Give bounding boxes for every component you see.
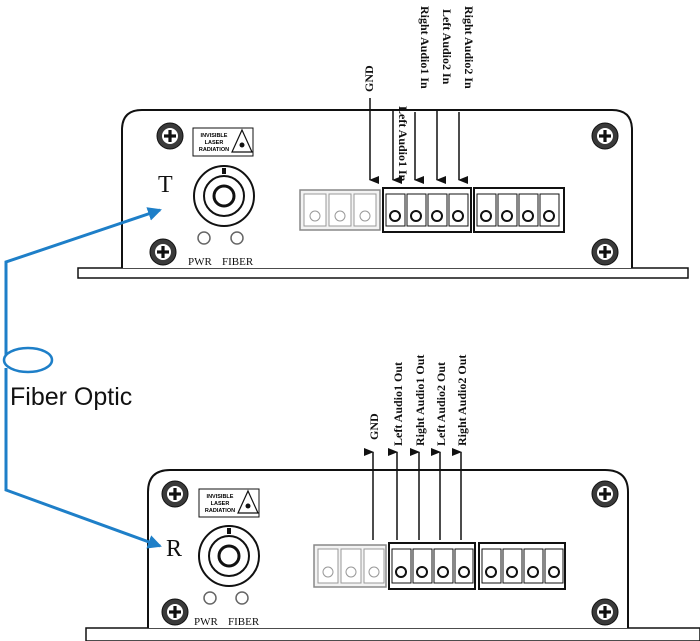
- transmitter-unit: T INVISIBLE LASER RADIATION PWR FIBER: [77, 6, 689, 279]
- signal-label-left-audio1-in: Left Audio1 In: [396, 106, 410, 182]
- screw-icon: [161, 480, 189, 508]
- fiber-cable-to-receiver: [4, 368, 162, 549]
- signal-label-right-audio1-out: Right Audio1 Out: [413, 355, 427, 446]
- fiber-led: [235, 591, 249, 605]
- screw-icon: [591, 480, 619, 508]
- fiber-led: [230, 231, 244, 245]
- signal-label-left-audio2-in: Left Audio2 In: [440, 9, 454, 85]
- signal-label-gnd-out: GND: [367, 413, 381, 440]
- fiber-led-label: FIBER: [228, 616, 260, 628]
- svg-text:LASER: LASER: [205, 140, 224, 146]
- signal-label-left-audio1-out: Left Audio1 Out: [391, 362, 405, 446]
- fiber-connector-port[interactable]: [193, 165, 255, 227]
- fiber-connector-port[interactable]: [198, 525, 260, 587]
- receiver-flange: [85, 627, 700, 641]
- fiber-led-label: FIBER: [222, 256, 254, 268]
- screw-icon: [161, 598, 189, 626]
- transmitter-mark: T: [158, 172, 173, 198]
- aux-terminal-block: [473, 187, 565, 233]
- pwr-led: [203, 591, 217, 605]
- laser-warning-label: INVISIBLE LASER RADIATION: [198, 488, 260, 518]
- gnd-terminal-block: [313, 544, 387, 588]
- screw-icon: [591, 598, 619, 626]
- screw-icon: [156, 122, 184, 150]
- signal-label-right-audio2-out: Right Audio2 Out: [455, 355, 469, 446]
- output-signal-arrows: [364, 448, 462, 540]
- aux-terminal-block: [478, 542, 566, 590]
- audio-out-terminal-block: [388, 542, 476, 590]
- svg-text:INVISIBLE: INVISIBLE: [201, 133, 228, 139]
- svg-text:LASER: LASER: [211, 501, 230, 507]
- signal-label-gnd-in: GND: [362, 65, 376, 92]
- fiber-optic-link: Fiber Optic: [2, 207, 162, 549]
- input-signal-arrows: [369, 98, 468, 184]
- screw-icon: [591, 238, 619, 266]
- screw-icon: [591, 122, 619, 150]
- transmitter-flange: [77, 267, 689, 279]
- laser-warning-label: INVISIBLE LASER RADIATION: [192, 127, 254, 157]
- signal-label-right-audio2-in: Right Audio2 In: [462, 6, 476, 89]
- fiber-loop: [2, 346, 54, 374]
- screw-icon: [149, 238, 177, 266]
- pwr-led: [197, 231, 211, 245]
- fiber-cable-to-transmitter: [4, 207, 162, 355]
- fiber-optic-label: Fiber Optic: [10, 383, 132, 411]
- svg-text:RADIATION: RADIATION: [199, 147, 229, 153]
- receiver-unit: R INVISIBLE LASER RADIATION PWR FIBER: [85, 355, 700, 641]
- laser-hazard-icon: [237, 489, 259, 514]
- pwr-led-label: PWR: [194, 616, 219, 628]
- gnd-terminal-block: [299, 189, 381, 231]
- laser-hazard-icon: [231, 128, 253, 153]
- svg-text:RADIATION: RADIATION: [205, 508, 235, 514]
- signal-label-left-audio2-out: Left Audio2 Out: [434, 362, 448, 446]
- audio-in-terminal-block: [382, 187, 472, 233]
- signal-label-right-audio1-in: Right Audio1 In: [418, 6, 432, 89]
- pwr-led-label: PWR: [188, 256, 213, 268]
- svg-text:INVISIBLE: INVISIBLE: [207, 494, 234, 500]
- receiver-mark: R: [166, 536, 182, 562]
